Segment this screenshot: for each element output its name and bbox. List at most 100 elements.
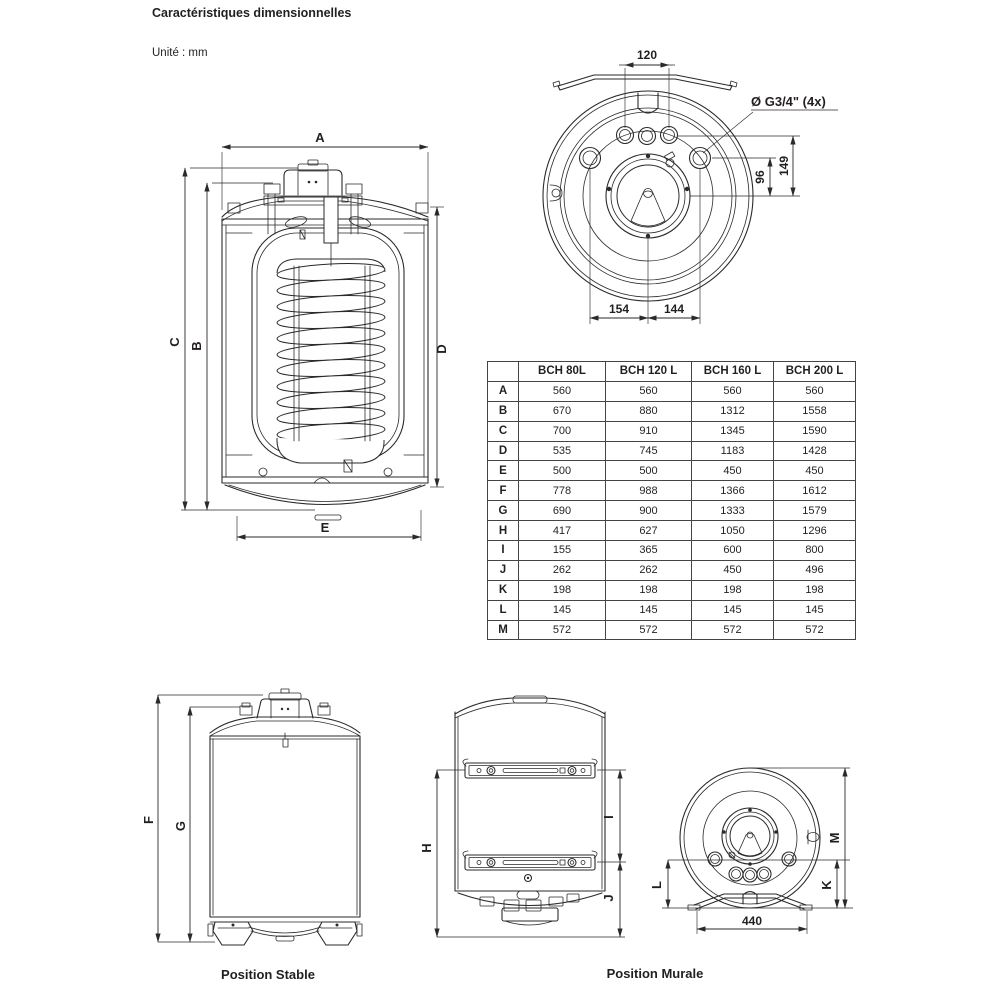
wall-front-dimensions: H I J	[419, 769, 626, 938]
table-cell: 1590	[773, 420, 856, 442]
table-cell: 365	[605, 540, 692, 561]
table-cell: 910	[605, 420, 692, 442]
row-label: K	[487, 579, 519, 601]
wall-tank-body	[454, 695, 606, 906]
table-cell: 627	[605, 520, 692, 542]
mounting-bracket-top	[462, 758, 598, 779]
dim-label-l: L	[649, 881, 664, 889]
table-cell: 1183	[691, 440, 774, 462]
table-cell: 572	[605, 619, 692, 641]
connection-size-label: Ø G3/4" (4x)	[751, 94, 826, 109]
side-tank-circles	[679, 767, 821, 909]
table-cell: 560	[518, 380, 606, 402]
table-cell: 417	[518, 520, 606, 542]
hanger-straps	[263, 183, 363, 240]
front-view-drawing: A C B D E	[167, 130, 449, 541]
table-cell: 1579	[773, 500, 856, 522]
table-cell: 145	[691, 599, 774, 621]
row-label: B	[487, 400, 519, 422]
dim-label-120: 120	[637, 48, 657, 62]
row-label: H	[487, 520, 519, 542]
table-cell: 778	[518, 480, 606, 502]
stable-view-drawing: F G	[141, 688, 363, 946]
wall-side-drawing: M K L 440	[649, 767, 853, 934]
table-cell: 1333	[691, 500, 774, 522]
table-cell: 600	[691, 540, 774, 561]
dim-label-96: 96	[753, 170, 767, 184]
dim-label-j: J	[601, 894, 616, 901]
table-cell: 560	[691, 380, 774, 402]
table-cell: 1428	[773, 440, 856, 462]
unit-label: Unité : mm	[152, 47, 208, 59]
dim-label-g: G	[173, 821, 188, 831]
table-cell: 800	[773, 540, 856, 561]
top-view-dimensions: 120 Ø G3/4" (4x) 96 149 154 144	[589, 48, 838, 324]
murale-caption: Position Murale	[606, 966, 704, 981]
front-view-dimensions: A C B D E	[167, 130, 449, 541]
row-label: C	[487, 420, 519, 442]
stable-tank	[209, 688, 361, 923]
row-label: M	[487, 619, 519, 641]
table-cell: 1366	[691, 480, 774, 502]
table-cell: 535	[518, 440, 606, 462]
row-label: E	[487, 460, 519, 482]
table-cell: 262	[518, 559, 606, 581]
dim-label-440: 440	[742, 914, 762, 928]
table-cell: 690	[518, 500, 606, 522]
table-cell: 572	[773, 619, 856, 641]
row-label: I	[487, 540, 519, 561]
wall-tank-bottom-fittings	[479, 893, 580, 926]
table-cell: 500	[518, 460, 606, 482]
table-cell: 450	[691, 460, 774, 482]
wall-bracket	[552, 74, 738, 114]
table-cell: 1312	[691, 400, 774, 422]
table-cell: 496	[773, 559, 856, 581]
wall-front-drawing: H I J	[419, 695, 626, 938]
row-label: A	[487, 380, 519, 402]
table-cell: 198	[518, 579, 606, 601]
dim-label-d: D	[434, 344, 449, 353]
table-cell: 572	[518, 619, 606, 641]
table-cell: 880	[605, 400, 692, 422]
dim-label-c: C	[167, 337, 182, 347]
table-cell: 572	[691, 619, 774, 641]
table-cell: 745	[605, 440, 692, 462]
table-col-header: BCH 80L	[518, 361, 606, 382]
dim-label-f: F	[141, 816, 156, 824]
table-col-header: BCH 160 L	[691, 361, 774, 382]
table-col-header: BCH 120 L	[605, 361, 692, 382]
row-label: L	[487, 599, 519, 621]
row-label: G	[487, 500, 519, 522]
table-cell: 900	[605, 500, 692, 522]
central-flange	[605, 151, 691, 239]
table-cell: 450	[691, 559, 774, 581]
page-title: Caractéristiques dimensionnelles	[152, 6, 352, 20]
side-wall-bracket	[687, 890, 813, 911]
table-cell: 198	[691, 579, 774, 601]
dim-label-e: E	[321, 520, 330, 535]
table-corner-cell	[487, 361, 519, 382]
table-cell: 1296	[773, 520, 856, 542]
table-cell: 500	[605, 460, 692, 482]
dim-label-a: A	[315, 130, 325, 145]
dim-label-b: B	[189, 341, 204, 350]
dim-label-149: 149	[777, 156, 791, 176]
stable-caption: Position Stable	[221, 967, 315, 982]
table-cell: 450	[773, 460, 856, 482]
table-cell: 1558	[773, 400, 856, 422]
dim-label-h: H	[419, 843, 434, 852]
table-cell: 1050	[691, 520, 774, 542]
